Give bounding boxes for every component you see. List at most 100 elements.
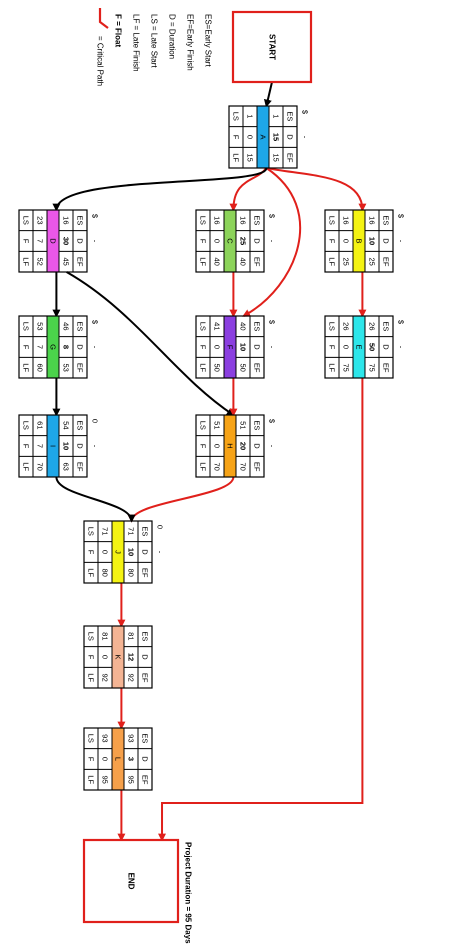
end-box: END (82, 838, 180, 924)
node-value-ef: 45 (62, 257, 71, 265)
node-header-lf: LF (87, 568, 96, 577)
node-note: $ (268, 320, 277, 325)
node-value-lf: 80 (101, 568, 110, 576)
node-value-es: 81 (127, 632, 136, 640)
node-value-f: 0 (213, 444, 222, 448)
node-border (324, 209, 394, 273)
node-id: I (49, 445, 58, 447)
node-id: D (49, 238, 58, 244)
node-header-ef: EF (76, 257, 85, 267)
node-header-lf: LF (328, 363, 337, 372)
node-header-ef: EF (141, 775, 150, 785)
arrow-e-to-end (158, 378, 364, 842)
node-header-ls: LS (22, 421, 31, 430)
arrow-a-to-d (52, 167, 268, 212)
node-value-f: 0 (246, 135, 255, 139)
legend-item: LS = Late Start (150, 14, 159, 68)
node-value-d: 10 (127, 548, 136, 556)
node-header-es: ES (76, 420, 85, 430)
node-header-ef: EF (76, 363, 85, 373)
node-border (18, 315, 88, 379)
node-value-ef: 75 (368, 363, 377, 371)
node-header-ef: EF (382, 257, 391, 267)
node-header-d: D (253, 344, 262, 350)
node-header-es: ES (253, 420, 262, 430)
arrow-a-to-c (229, 167, 268, 212)
node-header-es: ES (382, 215, 391, 225)
critical-path-swatch (98, 8, 109, 29)
node-value-ef: 50 (239, 363, 248, 371)
node-value-lf: 50 (213, 363, 222, 371)
node-value-ef: 53 (62, 363, 71, 371)
node-note-dash: - (91, 240, 100, 243)
node-value-ls: 16 (213, 216, 222, 224)
node-value-es: 46 (62, 322, 71, 330)
node-header-d: D (286, 134, 295, 140)
node-header-es: ES (141, 733, 150, 743)
legend-item: ES=Early Start (204, 14, 213, 67)
node-header-es: ES (253, 321, 262, 331)
node-header-f: F (199, 444, 208, 449)
node-border (18, 209, 88, 273)
node-header-es: ES (382, 321, 391, 331)
start-box: START (231, 10, 313, 84)
node-color-band (257, 106, 269, 168)
node-color-band (224, 316, 236, 378)
node-header-es: ES (141, 631, 150, 641)
node-header-lf: LF (199, 363, 208, 372)
node-id: H (226, 443, 235, 448)
node-value-d: 10 (368, 237, 377, 245)
node-note: $ (301, 110, 310, 115)
node-value-ls: 26 (342, 322, 351, 330)
node-value-ls: 16 (342, 216, 351, 224)
node-value-d: 30 (62, 237, 71, 245)
node-value-ef: 95 (127, 775, 136, 783)
node-header-d: D (76, 238, 85, 244)
end-box-border (82, 838, 180, 924)
node-value-lf: 92 (101, 673, 110, 681)
node-note: 0 (91, 419, 100, 423)
node-header-d: D (141, 756, 150, 762)
start-box-border (231, 10, 313, 84)
node-header-f: F (232, 135, 241, 140)
node-header-f: F (87, 550, 96, 555)
node-value-f: 0 (101, 550, 110, 554)
node-color-band (47, 316, 59, 378)
node-border (228, 105, 298, 169)
node-color-band (47, 210, 59, 272)
node-header-lf: LF (22, 363, 31, 372)
node-header-es: ES (253, 215, 262, 225)
node-note-dash: - (91, 445, 100, 448)
node-value-es: 40 (239, 322, 248, 330)
node-value-d: 3 (127, 757, 136, 761)
node-value-ls: 41 (213, 322, 222, 330)
legend-item: D = Duration (168, 14, 177, 59)
node-header-lf: LF (87, 775, 96, 784)
project-duration-label: Project Duration = 95 Days (184, 842, 193, 944)
node-value-d: 12 (127, 653, 136, 661)
node-border (195, 209, 265, 273)
node-id: L (114, 757, 123, 761)
node-note: $ (91, 320, 100, 325)
node-header-lf: LF (22, 462, 31, 471)
node-header-f: F (199, 239, 208, 244)
node-header-f: F (22, 239, 31, 244)
node-header-ls: LS (22, 322, 31, 331)
node-value-es: 51 (239, 421, 248, 429)
node-header-lf: LF (87, 673, 96, 682)
node-border (83, 727, 153, 791)
node-header-ls: LS (232, 112, 241, 121)
node-value-f: 0 (342, 239, 351, 243)
node-value-lf: 25 (342, 257, 351, 265)
node-color-band (112, 626, 124, 688)
node-header-ls: LS (199, 421, 208, 430)
legend-item: F = Float (114, 14, 123, 47)
node-value-lf: 60 (36, 363, 45, 371)
node-header-ls: LS (199, 322, 208, 331)
node-note-dash: - (268, 240, 277, 243)
node-header-f: F (87, 655, 96, 660)
